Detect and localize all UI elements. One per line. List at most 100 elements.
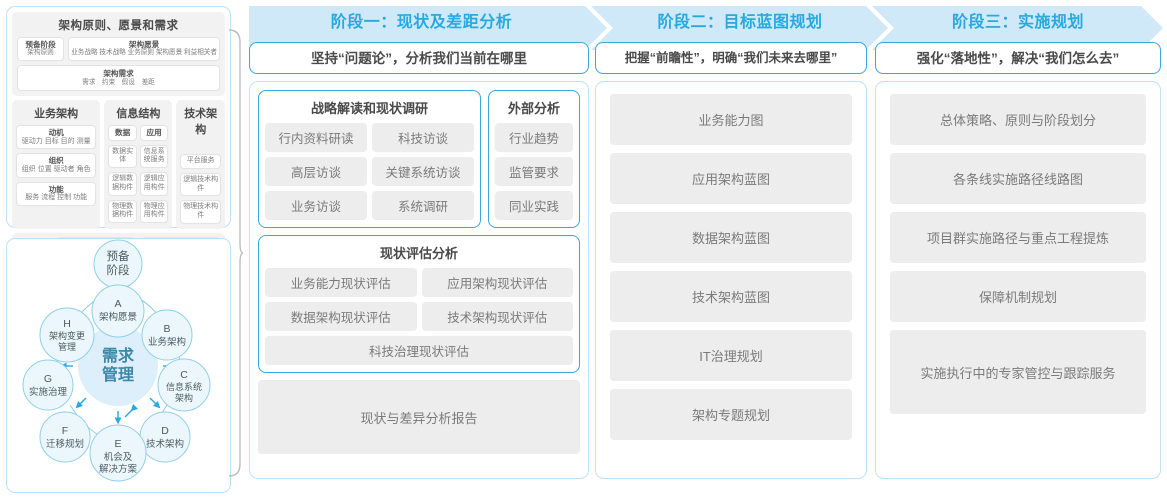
svg-text:B: B [163, 323, 170, 335]
svg-text:阶段: 阶段 [107, 263, 130, 277]
phase-2-subtitle: 把握“前瞻性”，明确“我们未来去哪里” [595, 42, 867, 74]
current-state-assessment-title: 现状评估分析 [379, 246, 458, 261]
chip-item[interactable]: 技术架构蓝图 [610, 271, 852, 322]
preliminary-phase-sub: 架构原则 [27, 49, 54, 57]
adm-center-circle [78, 326, 158, 406]
adm-node-h [39, 307, 95, 363]
phase-1-column: 坚持“问题论”，分析我们当前在哪里 战略解读和现状调研 行内资料研读 科技访谈 … [249, 42, 589, 479]
phase-3-header: 阶段三：实施规划 [951, 14, 1084, 31]
chip-item[interactable]: 应用架构蓝图 [610, 153, 852, 204]
phase-header-band [249, 6, 1163, 50]
svg-text:E: E [114, 438, 121, 450]
business-architecture-group: 业务架构 动机 驱动力 目标 目的 测量 组织 组织 位置 驱动者 角色 功能 [12, 100, 101, 229]
external-analysis-title: 外部分析 [507, 101, 560, 116]
tech-item: 物理技术构件 [180, 200, 221, 224]
ba-item: 功能 服务 流程 控制 功能 [16, 181, 97, 206]
adm-node-d [139, 411, 191, 463]
chip-item[interactable]: 架构专题规划 [610, 389, 852, 440]
svg-text:H: H [63, 318, 71, 330]
svg-text:机会及: 机会及 [104, 451, 133, 463]
adm-node-b [141, 309, 193, 361]
chip-item[interactable]: IT治理规划 [610, 330, 852, 381]
preliminary-phase-box: 预备阶段 架构原则 [17, 37, 65, 62]
external-analysis-group: 外部分析 行业趋势 监管要求 同业实践 [488, 90, 580, 228]
chip-item[interactable]: 技术架构现状评估 [421, 302, 573, 331]
svg-text:实施治理: 实施治理 [29, 386, 68, 398]
architecture-requirement-sub: 需求 约束 假设 差距 [82, 78, 155, 86]
chip-item[interactable]: 同业实践 [495, 191, 573, 220]
information-structure-head: 信息结构 [116, 108, 161, 121]
svg-text:D: D [161, 425, 169, 437]
svg-text:架构: 架构 [175, 392, 193, 403]
phase-2-header: 阶段二：目标蓝图规划 [657, 14, 823, 31]
togaf-title: 架构原则、愿景和需求 [58, 20, 179, 32]
adm-center-line2: 管理 [102, 365, 134, 384]
chip-item[interactable]: 项目群实施路径与重点工程提炼 [890, 212, 1146, 263]
adm-cycle-panel: 需求 管理 预备 阶段 [6, 238, 231, 493]
chip-item[interactable]: 实施执行中的专家管控与跟踪服务 [890, 330, 1146, 414]
architecture-vision-box: 架构愿景 业务战略 技术战略 业务原则 架构愿景 利益相关者 [68, 37, 220, 62]
phase-1-body: 战略解读和现状调研 行内资料研读 科技访谈 高层访谈 关键系统访谈 业务访谈 系 [249, 81, 589, 479]
adm-node-prelim [93, 239, 143, 289]
architecture-requirement-title: 架构需求 [103, 69, 134, 79]
phase-1-header: 阶段一：现状及差距分析 [330, 14, 513, 31]
business-architecture-head: 业务架构 [34, 108, 79, 121]
phase-3-body: 总体策略、原则与阶段划分 各条线实施路径线路图 项目群实施路径与重点工程提炼 保… [875, 81, 1161, 479]
svg-text:管理: 管理 [58, 341, 76, 352]
phase-2-body: 业务能力图 应用架构蓝图 数据架构蓝图 技术架构蓝图 IT治理规划 架构专题规划 [595, 81, 867, 479]
chip-item[interactable]: 业务能力现状评估 [265, 268, 417, 297]
chip-item[interactable]: 业务能力图 [610, 94, 852, 145]
chip-item[interactable]: 业务访谈 [265, 191, 367, 220]
chip-item[interactable]: 各条线实施路径线路图 [890, 153, 1146, 204]
info-data-item: 物理数据构件 [108, 199, 137, 224]
info-app-item: 物理应用构件 [139, 199, 169, 224]
chip-item[interactable]: 保障机制规划 [890, 271, 1146, 322]
chip-item[interactable]: 关键系统访谈 [372, 157, 474, 186]
chip-item[interactable]: 高层访谈 [265, 157, 367, 186]
svg-text:技术架构: 技术架构 [146, 438, 184, 450]
chip-item[interactable]: 总体策略、原则与阶段划分 [890, 94, 1146, 145]
architecture-requirement-box: 架构需求 需求 约束 假设 差距 [17, 65, 220, 92]
adm-node-f [39, 411, 91, 463]
svg-text:业务架构: 业务架构 [148, 336, 186, 348]
gap-analysis-report-chip[interactable]: 现状与差异分析报告 [258, 380, 580, 454]
phase-2-column: 把握“前瞻性”，明确“我们未来去哪里” 业务能力图 应用架构蓝图 数据架构蓝图 … [595, 42, 867, 479]
technology-architecture-group: 技术架构 平台服务 逻辑技术构件 物理技术构件 [176, 100, 225, 229]
chip-item[interactable]: 系统调研 [372, 191, 474, 220]
chip-item[interactable]: 数据架构蓝图 [610, 212, 852, 263]
chip-item[interactable]: 监管要求 [495, 157, 573, 186]
ba-item: 动机 驱动力 目标 目的 测量 [16, 125, 97, 150]
chip-item[interactable]: 应用架构现状评估 [421, 268, 573, 297]
info-data-item: 数据实体 [108, 144, 137, 169]
architecture-vision-title: 架构愿景 [128, 40, 160, 49]
svg-text:预备: 预备 [107, 249, 130, 263]
tech-item: 逻辑技术构件 [180, 172, 221, 197]
adm-cycle-diagram: 需求 管理 预备 阶段 [22, 239, 211, 482]
svg-text:A: A [114, 298, 121, 310]
info-app-item: 信息系统服务 [139, 144, 169, 169]
svg-text:信息系统: 信息系统 [166, 381, 202, 392]
info-data-item: 逻辑数据构件 [108, 172, 137, 196]
strategy-research-title: 战略解读和现状调研 [310, 101, 428, 116]
chip-item[interactable]: 行内资料研读 [265, 123, 367, 152]
chip-item[interactable]: 科技访谈 [372, 123, 474, 152]
svg-text:F: F [62, 425, 68, 437]
brace-connector [228, 29, 243, 477]
preliminary-phase-title: 预备阶段 [25, 40, 56, 49]
phase-1-subtitle: 坚持“问题论”，分析我们当前在哪里 [249, 42, 589, 74]
svg-text:解决方案: 解决方案 [99, 463, 138, 475]
chip-item[interactable]: 行业趋势 [495, 123, 573, 152]
architecture-domains-row: 业务架构 动机 驱动力 目标 目的 测量 组织 组织 位置 驱动者 角色 功能 [12, 100, 225, 229]
chip-item[interactable]: 数据架构现状评估 [265, 302, 417, 331]
chip-item[interactable]: 科技治理现状评估 [265, 336, 573, 365]
technology-architecture-head: 技术架构 [184, 108, 218, 137]
architecture-principles-group: 架构原则、愿景和需求 预备阶段 架构原则 架构愿景 业务战略 技术战略 业务原则… [12, 12, 225, 97]
svg-text:架构变更: 架构变更 [49, 330, 85, 341]
architecture-vision-sub: 业务战略 技术战略 业务原则 架构愿景 利益相关者 [71, 49, 217, 57]
info-app-item: 应用 [139, 125, 169, 141]
phase-3-subtitle: 强化“落地性”，解决“我们怎么去” [875, 42, 1161, 74]
phase-3-column: 强化“落地性”，解决“我们怎么去” 总体策略、原则与阶段划分 各条线实施路径线路… [875, 42, 1161, 479]
current-state-assessment-group: 现状评估分析 业务能力现状评估 应用架构现状评估 数据架构现状评估 技术架构现状… [258, 235, 580, 373]
tech-item: 平台服务 [180, 154, 221, 169]
left-column: 架构原则、愿景和需求 预备阶段 架构原则 架构愿景 业务战略 技术战略 业务原则… [6, 6, 231, 493]
